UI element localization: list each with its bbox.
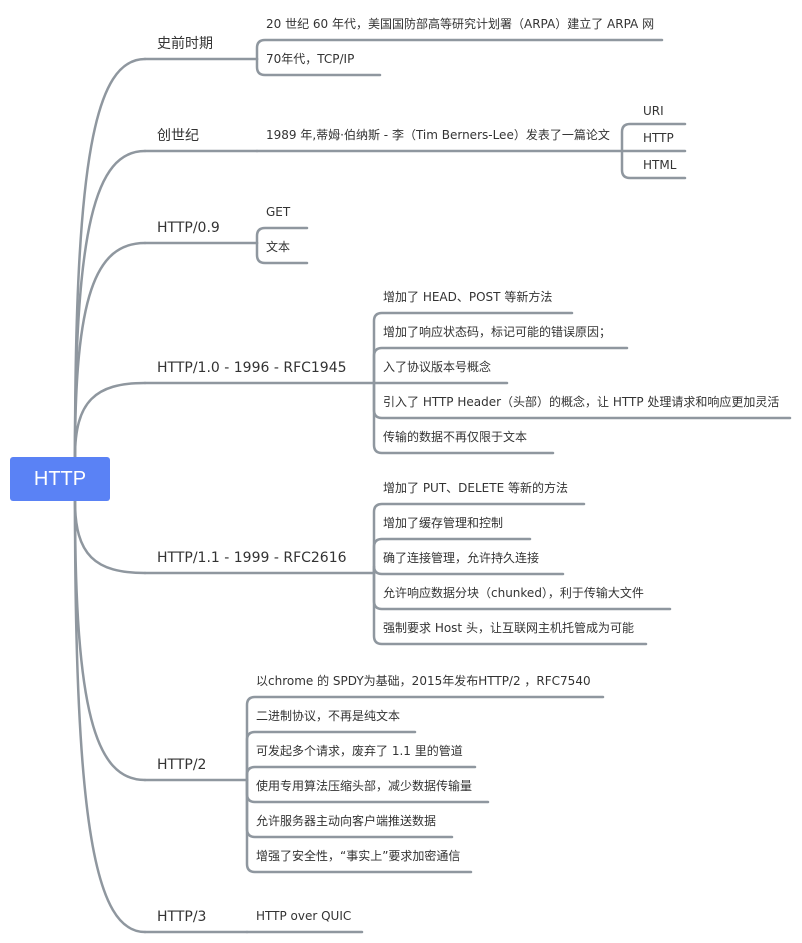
branch-label[interactable]: HTTP/0.9 (157, 220, 220, 236)
child-connector (372, 565, 565, 576)
child-connector (255, 57, 382, 77)
child-label[interactable]: 增强了安全性，“事实上”要求加密通信 (256, 848, 460, 863)
branch-label[interactable]: HTTP/2 (157, 757, 206, 773)
branch-connector (73, 241, 147, 459)
child-connector (372, 571, 648, 646)
child-label[interactable]: 入了协议版本号概念 (383, 359, 491, 374)
child-label[interactable]: 允许服务器主动向客户端推送数据 (256, 813, 436, 828)
branch-connector (73, 499, 147, 934)
child-connector (372, 311, 574, 385)
child-connector (245, 765, 477, 782)
branch-label[interactable]: HTTP/1.1 - 1999 - RFC2616 (157, 550, 347, 566)
child-label[interactable]: 以chrome 的 SPDY为基础，2015年发布HTTP/2 ，RFC7540 (256, 673, 591, 688)
child-label[interactable]: 70年代，TCP/IP (266, 52, 354, 66)
child-connector (255, 38, 664, 61)
child-label[interactable]: 增加了 PUT、DELETE 等新的方法 (383, 480, 568, 495)
grandchild-label[interactable]: URI (643, 104, 664, 118)
branch-connector (73, 499, 147, 782)
child-connector (372, 537, 532, 575)
child-label[interactable]: GET (266, 205, 291, 219)
child-label[interactable]: 引入了 HTTP Header（头部）的概念，让 HTTP 处理请求和响应更加灵… (383, 394, 779, 409)
child-label[interactable]: HTTP over QUIC (256, 909, 351, 923)
child-connector (255, 226, 309, 245)
branch-connector (73, 149, 147, 459)
child-label[interactable]: 强制要求 Host 头，让互联网主机托管成为可能 (383, 620, 634, 635)
grandchild-connector (620, 122, 687, 153)
child-label[interactable]: 确了连接管理，允许持久连接 (383, 550, 539, 565)
child-label[interactable]: 传输的数据不再仅限于文本 (383, 429, 527, 444)
child-connector (255, 241, 309, 265)
root-node[interactable]: HTTP (10, 457, 110, 501)
child-label[interactable]: 20 世纪 60 年代，美国国防部高等研究计划署（ARPA）建立了 ARPA 网 (266, 16, 654, 31)
child-label[interactable]: 文本 (266, 239, 290, 254)
child-label[interactable]: 增加了缓存管理和控制 (383, 515, 503, 530)
child-label[interactable]: 增加了响应状态码，标记可能的错误原因； (383, 324, 611, 339)
child-label[interactable]: 使用专用算法压缩头部，减少数据传输量 (256, 778, 472, 793)
child-connector (245, 730, 417, 782)
branch-connector (73, 499, 147, 575)
child-connector (372, 381, 555, 455)
child-label[interactable]: 二进制协议，不再是纯文本 (256, 708, 400, 723)
branch-label[interactable]: 创世纪 (157, 128, 199, 144)
grandchild-label[interactable]: HTTP (643, 131, 674, 145)
branch-label[interactable]: HTTP/3 (157, 909, 206, 925)
child-label[interactable]: 增加了 HEAD、POST 等新方法 (383, 289, 552, 304)
child-connector (245, 695, 605, 782)
child-label[interactable]: 允许响应数据分块（chunked），利于传输大文件 (383, 585, 644, 600)
child-connector (372, 346, 629, 385)
child-label[interactable]: 可发起多个请求，废弃了 1.1 里的管道 (256, 743, 463, 758)
branch-connector (73, 381, 147, 459)
grandchild-label[interactable]: HTML (643, 158, 677, 172)
child-connector (372, 502, 586, 575)
child-connector (245, 778, 473, 874)
root-label: HTTP (33, 467, 87, 490)
branch-label[interactable]: HTTP/1.0 - 1996 - RFC1945 (157, 360, 347, 376)
branch-label[interactable]: 史前时期 (157, 35, 213, 52)
child-label[interactable]: 1989 年,蒂姆·伯纳斯 - 李（Tim Berners-Lee）发表了一篇论… (266, 127, 610, 142)
grandchild-connector (620, 149, 687, 180)
